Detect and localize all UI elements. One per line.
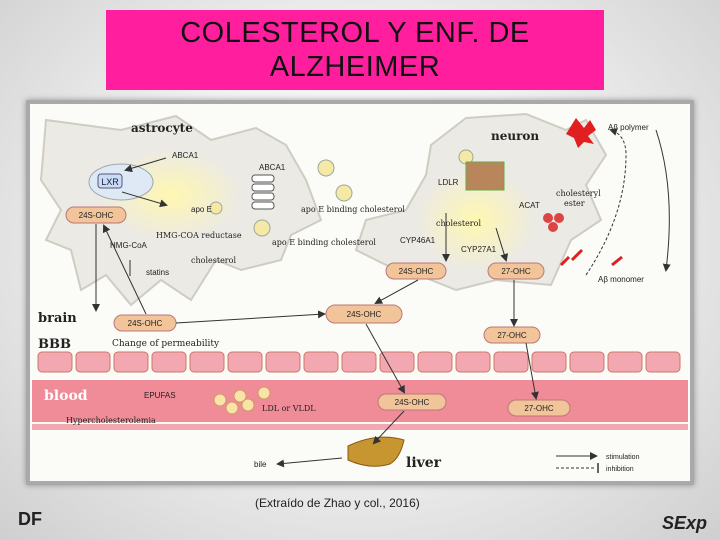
bile-label: bile [254,460,267,469]
oxysterol-box [507,399,571,417]
liver-label: liver [406,455,442,471]
apoe-particle [253,219,271,237]
hmg-coa-label: HMG-CoA [110,241,148,250]
oxysterol-box [377,393,447,411]
oxysterol-box [325,304,403,324]
statins-label: statins [146,268,169,277]
title-line-1: COLESTEROL Y ENF. DE [180,17,530,49]
oxysterol-box [385,262,447,280]
apoe-label: apo E [191,205,212,214]
ab-polymer-icon [566,118,596,148]
apoe-particle [209,201,223,215]
ester-droplet [543,213,553,223]
neuron-label: neuron [491,129,539,143]
ab-monomer-icon [559,248,623,267]
bbb-cells [37,351,681,373]
acat-label: ACAT [519,201,540,210]
blood-label: blood [44,388,88,404]
pathway-figure: LXR ABCA1 ABCA1 apo E apo E binding chol… [26,100,694,485]
bbb-label: BBB [38,337,71,352]
box-24s-center: 24S-OHC [347,310,382,319]
apoe-particle [317,159,335,177]
box-27-neuron: 27-OHC [501,267,531,276]
abca1-label-a: ABCA1 [172,151,199,160]
legend: stimulation inhibition [556,452,640,473]
pathway-arrows [92,128,671,468]
cyp27a1-label: CYP27A1 [461,245,497,254]
title-box: COLESTEROL Y ENF. DE ALZHEIMER [106,10,604,90]
change-permeability-label: Change of permeability [112,339,220,349]
lipoprotein-particles [213,386,271,415]
epufas-label: EPUFAS [144,391,176,400]
vessel-wall [32,424,688,430]
hmg-coa-reductase-label: HMG-COA reductase [156,231,242,240]
lxr-box [97,173,123,189]
apoe-binding-label-2: apo E binding cholesterol [272,238,376,247]
brain-label: brain [38,311,77,326]
legend-inhib-label: inhibition [606,466,634,473]
box-27-bbb: 27-OHC [497,331,527,340]
box-24s-blood: 24S-OHC [395,398,430,407]
lxr-label: LXR [101,177,119,187]
box-24s-brain: 24S-OHC [128,319,163,328]
footer-right-label: SExp [662,513,708,533]
oxysterol-box [65,206,127,224]
ab-polymer-label: Aβ polymer [608,123,649,132]
figure-caption: (Extraído de Zhao y col., 2016) [255,496,420,510]
cholesterol-astro-label: cholesterol [191,256,236,265]
oxysterol-box [483,326,541,344]
box-24s-neuron: 24S-OHC [399,267,434,276]
apoe-particle [335,184,353,202]
abca1-transporter [251,174,275,210]
footer-left-label: DF [18,509,42,529]
box-27-blood: 27-OHC [524,404,554,413]
oxysterol-box [487,262,545,280]
ldlr-label: LDLR [438,178,459,187]
cholesterol-neuron-label: cholesterol [436,219,481,228]
ldlr-receptor [465,161,505,191]
box-24s-astro: 24S-OHC [79,211,114,220]
blood-vessel [32,380,688,422]
astrocyte-label: astrocyte [131,121,193,135]
ester-droplet [548,222,558,232]
cyp46a1-label: CYP46A1 [400,236,436,245]
apoe-binding-label-1: apo E binding cholesterol [301,205,405,214]
ab-monomer-label: Aβ monomer [598,275,644,284]
pathway-diagram: LXR ABCA1 ABCA1 apo E apo E binding chol… [30,104,690,481]
legend-stim-label: stimulation [606,454,640,461]
title-line-2: ALZHEIMER [269,51,441,83]
ester-droplet [554,213,564,223]
abca1-label-b: ABCA1 [259,163,286,172]
ldl-vldl-label: LDL or VLDL [262,404,316,413]
hyperchol-label: Hypercholesterolemia [66,416,156,425]
